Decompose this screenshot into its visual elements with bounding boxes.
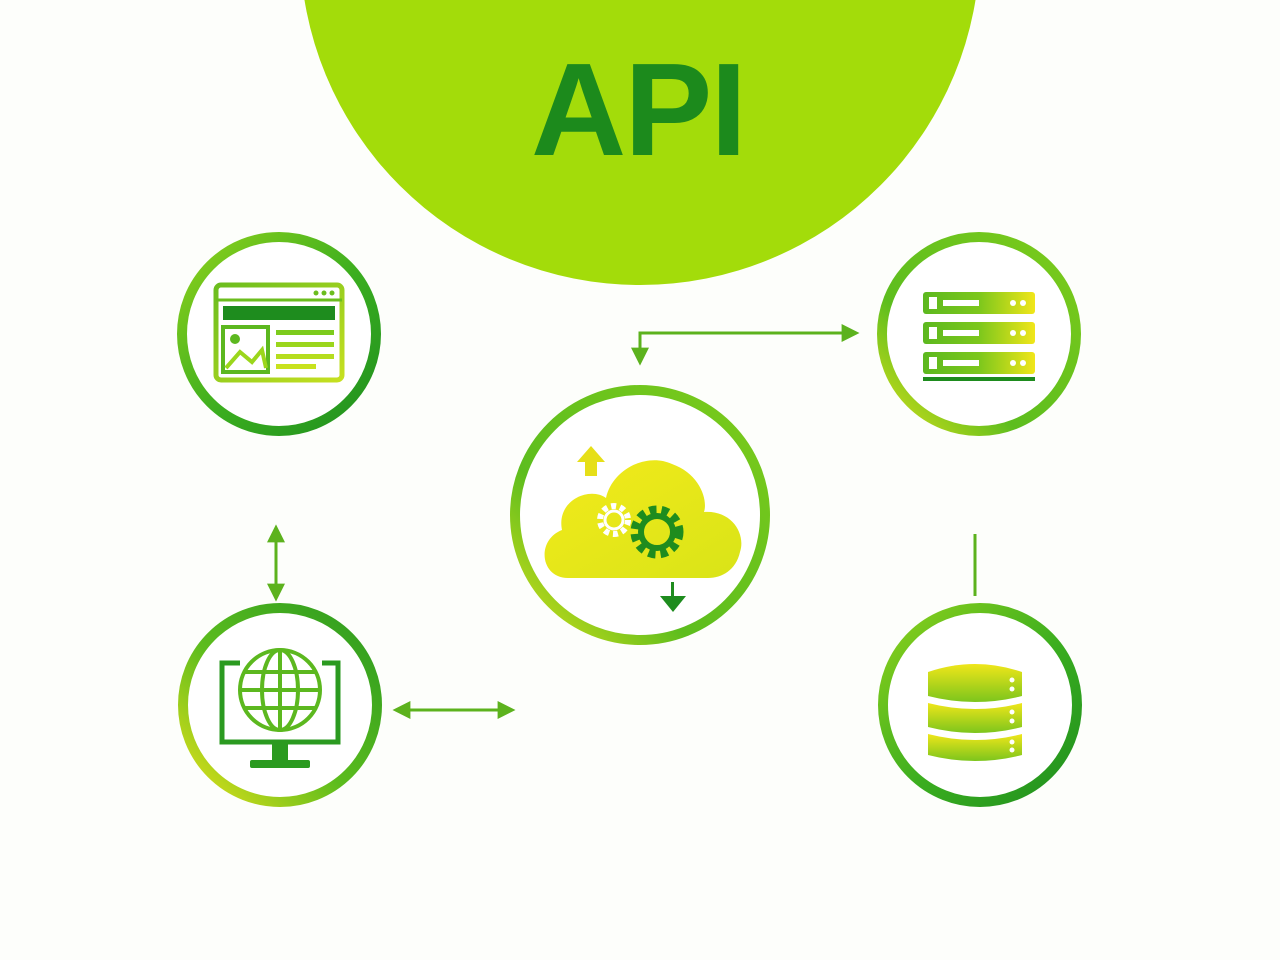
arrow-up-icon [577, 446, 605, 476]
connector-cloud-servers [631, 324, 860, 366]
header-banner: API [304, 0, 976, 285]
page-title: API [531, 36, 745, 183]
arrow-down-icon [660, 582, 686, 612]
node-database [878, 603, 1082, 807]
connectors [267, 324, 977, 719]
node-ring [878, 603, 1082, 807]
node-servers [877, 232, 1081, 436]
node-web-client [178, 603, 382, 807]
node-web-app [177, 232, 381, 436]
gear-icon [630, 505, 684, 559]
database-icon [928, 664, 1022, 761]
node-cloud-service [510, 385, 770, 645]
globe-monitor-icon [219, 648, 341, 768]
gear-icon [597, 503, 631, 537]
globe-icon [238, 648, 322, 732]
cloud-gears-icon [544, 446, 742, 612]
browser-window-icon [213, 282, 345, 383]
server-rack-icon [923, 292, 1035, 381]
